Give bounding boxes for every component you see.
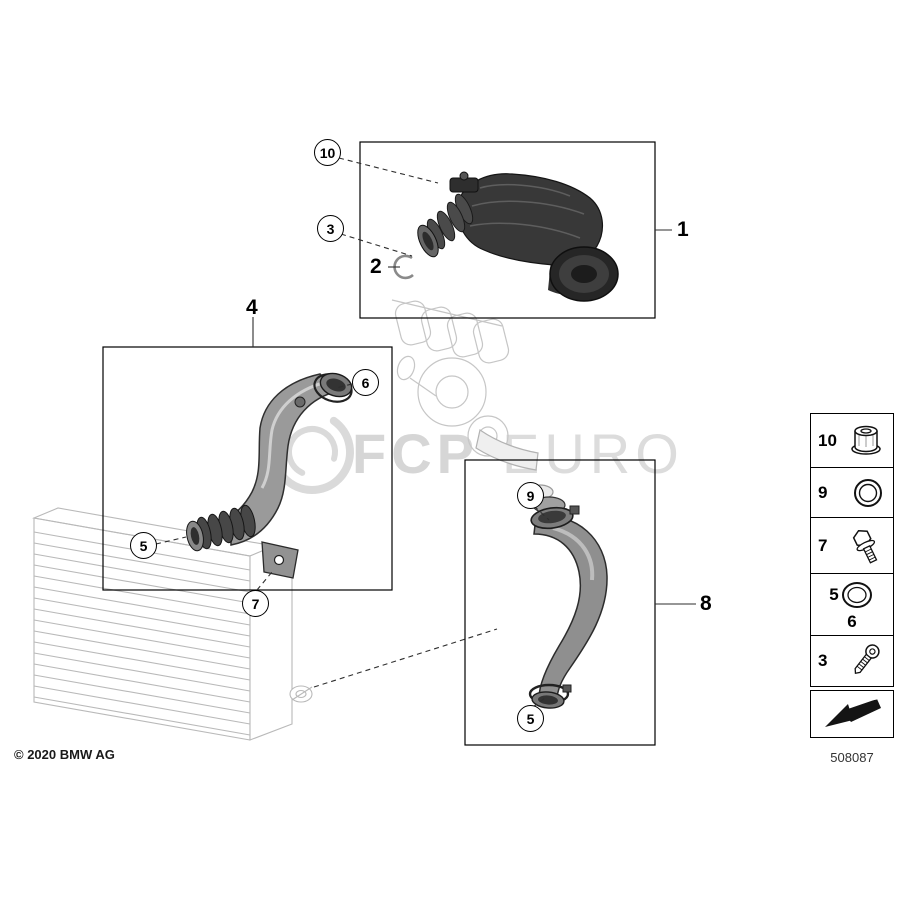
flange-nut-icon: [846, 421, 886, 461]
legend-item-9[interactable]: 9: [811, 468, 893, 518]
legend-num-9: 9: [818, 482, 828, 502]
copyright-text: © 2020 BMW AG: [14, 747, 115, 762]
callout-5-duct[interactable]: 5: [130, 532, 157, 559]
callout-10[interactable]: 10: [314, 139, 341, 166]
charge-air-duct-part4-drawing: [186, 372, 353, 579]
legend-num-7: 7: [818, 535, 828, 555]
pressure-hose-part8-drawing: [528, 496, 608, 709]
watermark-logo: FCP EURO: [270, 410, 679, 494]
air-intake-duct-part1-drawing: [417, 171, 619, 302]
clip-part2-drawing: [393, 254, 414, 280]
legend-num-6: 6: [847, 611, 857, 631]
legend-item-7[interactable]: 7: [811, 518, 893, 574]
box-part-8: [464, 459, 656, 746]
callout-6[interactable]: 6: [352, 369, 379, 396]
legend-panel: 10 9: [810, 413, 894, 687]
callout-9[interactable]: 9: [517, 482, 544, 509]
legend-item-10[interactable]: 10: [811, 414, 893, 468]
legend-item-3[interactable]: 3: [811, 636, 893, 686]
legend-item-5-6[interactable]: 5 6: [811, 574, 893, 636]
legend-num-3: 3: [818, 651, 828, 670]
part-label-8[interactable]: 8: [700, 592, 712, 615]
legend-num-5: 5: [829, 584, 839, 604]
callout-7[interactable]: 7: [242, 590, 269, 617]
intercooler-drawing: [32, 507, 313, 741]
screw-icon: [844, 640, 886, 682]
part-label-1[interactable]: 1: [677, 218, 689, 241]
continuation-arrow-icon: [820, 695, 884, 733]
o-ring-icon: [850, 475, 886, 511]
o-ring-icon: [839, 578, 875, 612]
part-label-4[interactable]: 4: [246, 296, 258, 319]
legend-num-10: 10: [818, 430, 837, 450]
part-label-2[interactable]: 2: [370, 255, 382, 278]
diagram-number: 508087: [830, 750, 874, 765]
leader-lines: [155, 157, 696, 708]
callout-3[interactable]: 3: [317, 215, 344, 242]
watermark-text-fcp: FCP: [352, 422, 479, 485]
continuation-arrow-box: [810, 690, 894, 738]
callout-5-hose[interactable]: 5: [517, 705, 544, 732]
box-part-4: [102, 346, 393, 591]
hex-bolt-icon: [846, 525, 886, 567]
